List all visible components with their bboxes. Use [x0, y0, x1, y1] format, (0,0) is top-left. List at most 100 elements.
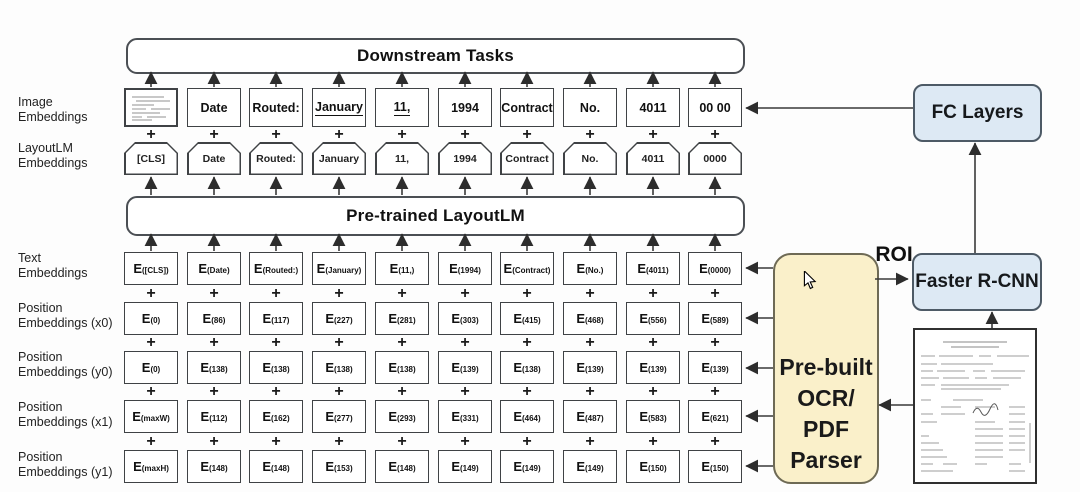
embedding-subscript: (148) — [396, 464, 416, 473]
plus-sign: + — [209, 334, 219, 351]
embedding-subscript: (153) — [333, 464, 353, 473]
image-embedding-text: 11, — [393, 99, 411, 116]
plus-sign: + — [710, 284, 720, 302]
pos-x1-embedding-cell: E(583) — [626, 400, 680, 433]
embedding-subscript: (149) — [584, 464, 604, 473]
text-embedding-cell: E(Routed:) — [249, 252, 303, 285]
text-embedding-cell: E(No.) — [563, 252, 617, 285]
image-embedding-text: 00 00 — [699, 100, 731, 115]
pos-x0-embedding-cell: E(227) — [312, 302, 366, 335]
embedding-symbol: E — [262, 360, 271, 375]
image-embedding-text: Date — [200, 100, 228, 115]
embedding-subscript: (149) — [521, 464, 541, 473]
plus-sign: + — [710, 334, 720, 351]
layoutlm-embedding-cell: No. — [563, 142, 617, 175]
image-embedding-text: 1994 — [451, 100, 479, 115]
plus-sign: + — [397, 383, 407, 400]
embedding-symbol: E — [451, 459, 460, 474]
embedding-symbol: E — [639, 409, 648, 424]
fc-layers-box: FC Layers — [913, 84, 1042, 142]
image-embedding-cell: No. — [563, 88, 617, 127]
embedding-symbol: E — [262, 409, 271, 424]
pos-y1-embedding-cell: E(153) — [312, 450, 366, 483]
pos-y1-embedding-cell: E(148) — [375, 450, 429, 483]
layoutlm-cell-border: No. — [563, 142, 617, 175]
embedding-symbol: E — [639, 360, 648, 375]
pos-y0-embedding-cell: E(138) — [375, 351, 429, 384]
embedding-subscript: (138) — [396, 365, 416, 374]
embedding-subscript: (277) — [333, 414, 353, 423]
embedding-subscript: (0) — [150, 316, 161, 325]
embedding-subscript: (227) — [333, 316, 353, 325]
embedding-symbol: E — [133, 261, 142, 276]
embedding-symbol: E — [513, 311, 522, 326]
layoutlm-cell-border: 1994 — [438, 142, 492, 175]
row-label-line: Embeddings — [18, 266, 88, 280]
row-label-line: Embeddings (x0) — [18, 316, 113, 330]
layoutlm-embedding-cell: 1994 — [438, 142, 492, 175]
plus-sign: + — [334, 125, 344, 143]
embedding-subscript: (86) — [211, 316, 226, 325]
embedding-symbol: E — [200, 409, 210, 424]
parser-label-line: PDF — [803, 416, 849, 442]
plus-sign: + — [460, 334, 470, 351]
faster-rcnn-box: Faster R-CNN — [912, 253, 1042, 311]
embedding-symbol: E — [701, 311, 710, 326]
text-embedding-cell: E(4011) — [626, 252, 680, 285]
layoutlm-embedding-cell: Date — [187, 142, 241, 175]
image-embedding-cell: 00 00 — [688, 88, 742, 127]
embedding-symbol: E — [262, 311, 272, 326]
embedding-symbol: E — [316, 261, 326, 276]
pos-y1-embedding-cell: E(149) — [563, 450, 617, 483]
row-label-line: Image — [18, 95, 53, 109]
embedding-symbol: E — [141, 311, 151, 326]
embedding-subscript: (maxW) — [140, 414, 170, 423]
embedding-symbol: E — [503, 261, 513, 276]
parser-label: Pre-built OCR/ PDF Parser — [775, 352, 877, 476]
text-embedding-cell: E(Date) — [187, 252, 241, 285]
plus-sign: + — [146, 125, 156, 143]
image-embedding-cell: Date — [187, 88, 241, 127]
text-embedding-cell: E(0000) — [688, 252, 742, 285]
embedding-subscript: (No.) — [585, 266, 604, 275]
embedding-symbol: E — [132, 409, 141, 424]
downstream-tasks-box: Downstream Tasks — [126, 38, 745, 74]
plus-sign: + — [334, 334, 344, 351]
plus-sign: + — [710, 432, 720, 450]
embedding-subscript: (139) — [709, 365, 729, 374]
pos-y0-embedding-cell: E(139) — [563, 351, 617, 384]
plus-sign: + — [710, 125, 720, 143]
parser-label-line: OCR/ — [797, 385, 855, 411]
parser-label-line: Parser — [790, 447, 862, 473]
plus-sign: + — [271, 125, 281, 143]
pos-y0-embedding-cell: E(138) — [500, 351, 554, 384]
row-label-line: Position — [18, 301, 63, 315]
row-label-line: Position — [18, 450, 63, 464]
document-scan-image — [913, 328, 1037, 484]
pos-x0-embedding-cell: E(468) — [563, 302, 617, 335]
plus-sign: + — [460, 383, 470, 400]
layoutlm-embedding-text: 4011 — [628, 144, 679, 174]
embedding-symbol: E — [262, 459, 271, 474]
plus-sign: + — [209, 383, 219, 400]
plus-sign: + — [209, 284, 219, 302]
embedding-subscript: (Routed:) — [262, 266, 299, 275]
row-label-line: Embeddings — [18, 110, 88, 124]
embedding-symbol: E — [576, 311, 585, 326]
plus-sign: + — [271, 432, 281, 450]
embedding-subscript: (150) — [709, 464, 729, 473]
plus-sign: + — [397, 284, 407, 302]
plus-sign: + — [271, 383, 281, 400]
plus-sign: + — [271, 334, 281, 351]
layoutlm-embedding-text: 11, — [377, 144, 428, 174]
text-embedding-cell: E(Contract) — [500, 252, 554, 285]
embedding-subscript: (maxH) — [141, 464, 169, 473]
row-label-line: Embeddings — [18, 156, 88, 170]
layoutlm-embedding-text: [CLS] — [126, 144, 177, 174]
pos-y1-embedding-cell: E(148) — [187, 450, 241, 483]
plus-sign: + — [146, 432, 156, 450]
embedding-subscript: (148) — [208, 464, 228, 473]
plus-sign: + — [522, 334, 532, 351]
embedding-symbol: E — [141, 360, 151, 375]
embedding-symbol: E — [576, 261, 586, 276]
